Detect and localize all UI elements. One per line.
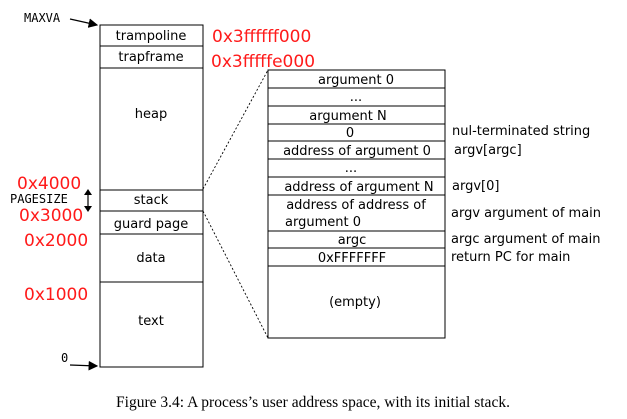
ellipsis-cell-2: ... <box>345 161 357 176</box>
maxva-label: MAXVA <box>24 11 61 25</box>
address-space-column: trampoline trapframe heap stack guard pa… <box>99 24 204 368</box>
trampoline-address: 0x3ffffff000 <box>212 27 311 47</box>
argv-argc-annotation: argv[argc] <box>454 143 522 158</box>
guard-page-label: guard page <box>114 217 188 232</box>
pagesize-label: PAGESIZE <box>10 192 68 206</box>
address-0x1000: 0x1000 <box>24 285 88 305</box>
argc-argument-annotation: argc argument of main <box>451 232 600 247</box>
zoom-line-bottom <box>202 210 269 339</box>
data-label: data <box>136 251 165 266</box>
zoom-line-top <box>202 69 269 190</box>
address-0x2000: 0x2000 <box>24 231 88 251</box>
heap-label: heap <box>135 107 167 122</box>
stack-detail-outline <box>267 69 446 339</box>
stack-detail-box: argument 0 ... argument N 0 address of a… <box>267 69 446 339</box>
ellipsis-cell-1: ... <box>350 90 362 105</box>
trapframe-address: 0x3fffffe000 <box>211 52 315 72</box>
argument-n-cell: argument N <box>309 109 386 124</box>
address-of-argument-n-cell: address of argument N <box>284 180 433 195</box>
address-of-address-line2: argument 0 <box>285 215 361 230</box>
stack-label: stack <box>134 193 169 208</box>
argc-cell: argc <box>338 233 366 248</box>
nul-string-annotation: nul-terminated string <box>452 124 590 139</box>
maxva-arrow <box>69 18 99 28</box>
return-pc-cell: 0xFFFFFFF <box>318 251 386 266</box>
empty-cell: (empty) <box>329 295 381 310</box>
address-0x3000: 0x3000 <box>19 206 83 226</box>
zero-label: 0 <box>61 351 68 365</box>
argv-0-annotation: argv[0] <box>452 179 499 194</box>
pagesize-bracket-icon <box>84 189 92 212</box>
address-space-outline <box>99 24 204 368</box>
trampoline-label: trampoline <box>116 29 187 44</box>
argument-0-cell: argument 0 <box>318 73 394 88</box>
address-of-argument-0-cell: address of argument 0 <box>283 144 431 159</box>
text-label: text <box>138 314 164 329</box>
zero-arrow <box>69 360 99 371</box>
address-of-address-line1: address of address of <box>286 198 426 213</box>
argv-argument-annotation: argv argument of main <box>451 206 601 221</box>
nul-terminator-cell: 0 <box>346 126 354 141</box>
return-pc-annotation: return PC for main <box>451 250 570 265</box>
figure-caption: Figure 3.4: A process’s user address spa… <box>116 394 510 411</box>
address-0x4000: 0x4000 <box>17 174 81 194</box>
trapframe-label: trapframe <box>118 50 183 65</box>
